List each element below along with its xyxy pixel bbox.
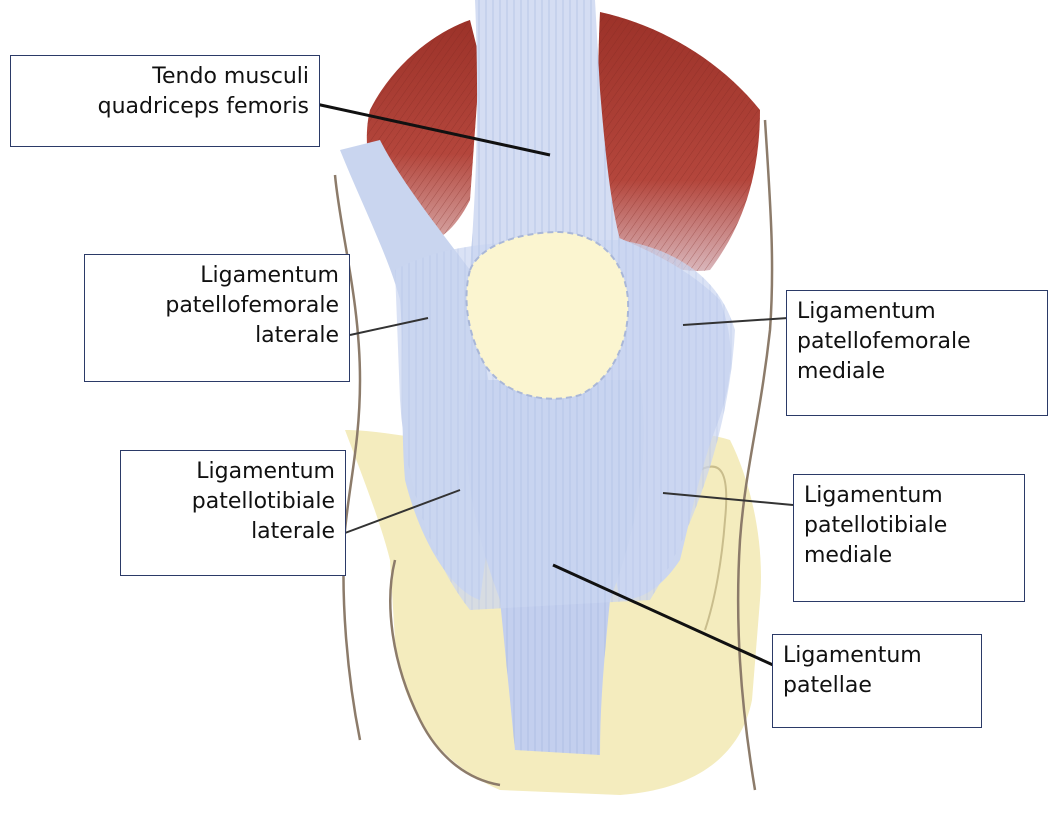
label-line: Tendo musculi bbox=[21, 62, 309, 92]
label-line: Ligamentum bbox=[95, 261, 339, 291]
label-line: patellofemorale bbox=[797, 327, 1037, 357]
label-line: laterale bbox=[95, 321, 339, 351]
label-line: patellotibiale bbox=[804, 511, 1014, 541]
label-line: patellotibiale bbox=[131, 487, 335, 517]
label-line: Ligamentum bbox=[804, 481, 1014, 511]
label-line: mediale bbox=[804, 541, 1014, 571]
label-line: patellae bbox=[783, 671, 971, 701]
label-medial-patellofemoral: Ligamentum patellofemorale mediale bbox=[786, 290, 1048, 416]
label-line: Ligamentum bbox=[131, 457, 335, 487]
label-line: Ligamentum bbox=[783, 641, 971, 671]
label-line: patellofemorale bbox=[95, 291, 339, 321]
label-line: Ligamentum bbox=[797, 297, 1037, 327]
label-quadriceps-tendon: Tendo musculi quadriceps femoris bbox=[10, 55, 320, 147]
label-line: laterale bbox=[131, 517, 335, 547]
label-line: quadriceps femoris bbox=[21, 92, 309, 122]
label-line: mediale bbox=[797, 357, 1037, 387]
label-medial-patellotibial: Ligamentum patellotibiale mediale bbox=[793, 474, 1025, 602]
label-patellar-ligament: Ligamentum patellae bbox=[772, 634, 982, 728]
label-lateral-patellofemoral: Ligamentum patellofemorale laterale bbox=[84, 254, 350, 382]
label-lateral-patellotibial: Ligamentum patellotibiale laterale bbox=[120, 450, 346, 576]
